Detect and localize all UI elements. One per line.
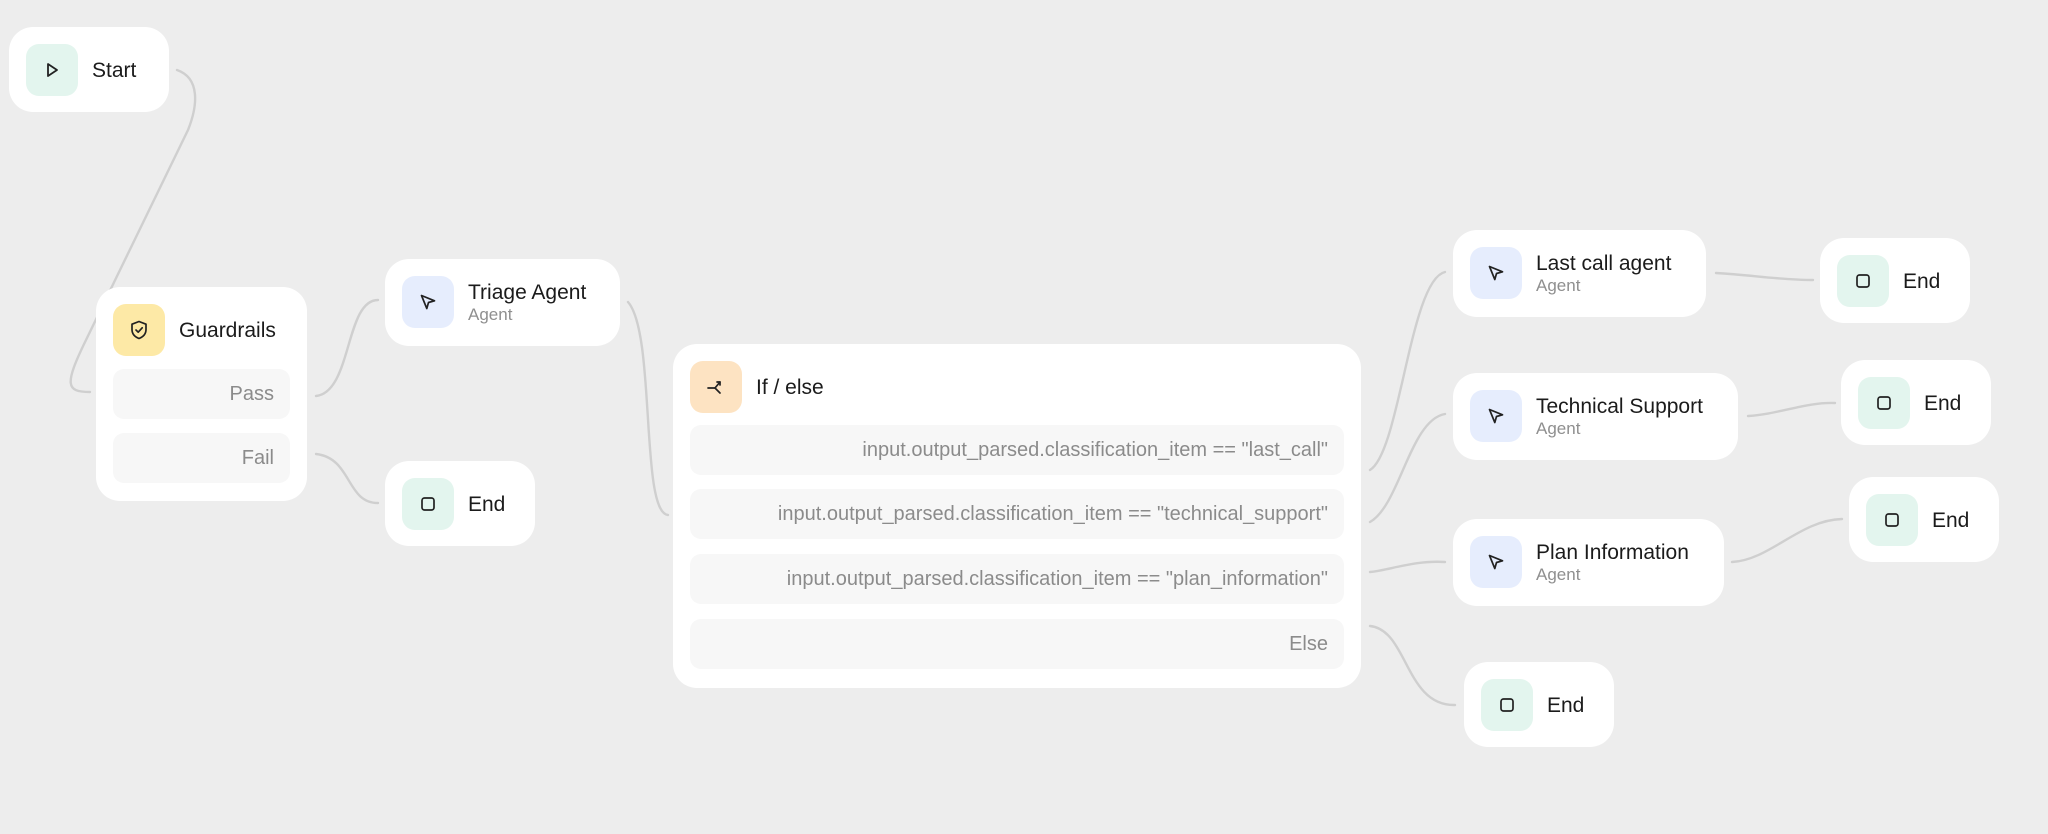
technical-support-node[interactable]: Technical Support Agent: [1453, 373, 1738, 460]
shield-check-icon: [113, 304, 165, 356]
stop-icon: [1866, 494, 1918, 546]
node-subtitle: Agent: [1536, 418, 1581, 438]
edge-else-end: [1368, 624, 1457, 707]
edge-pass-triage: [314, 298, 380, 398]
guardrails-node[interactable]: Guardrails Pass Fail: [96, 287, 307, 501]
start-node[interactable]: Start: [9, 27, 169, 112]
node-title: End: [1547, 693, 1585, 717]
plan-information-node[interactable]: Plan Information Agent: [1453, 519, 1724, 606]
node-title: Plan Information: [1536, 540, 1689, 564]
if-else-node[interactable]: If / else input.output_parsed.classifica…: [673, 344, 1361, 688]
node-subtitle: Agent: [468, 304, 513, 324]
stop-icon: [1837, 255, 1889, 307]
branch-fail[interactable]: Fail: [113, 433, 290, 483]
node-title: Start: [92, 58, 137, 82]
play-icon: [26, 44, 78, 96]
condition-else[interactable]: Else: [690, 619, 1344, 669]
edge-techsupport-end: [1746, 401, 1837, 418]
edge-start-guardrails: [69, 68, 197, 394]
end-node-else[interactable]: End: [1464, 662, 1614, 747]
end-node-fail[interactable]: End: [385, 461, 535, 546]
node-title: End: [468, 492, 506, 516]
cursor-icon: [1470, 247, 1522, 299]
node-title: Last call agent: [1536, 251, 1672, 275]
branch-pass[interactable]: Pass: [113, 369, 290, 419]
end-node-technical-support[interactable]: End: [1841, 360, 1991, 445]
stop-icon: [1858, 377, 1910, 429]
edge-cond3-planinfo: [1368, 560, 1447, 574]
condition-technical-support[interactable]: input.output_parsed.classification_item …: [690, 489, 1344, 539]
edge-cond1-lastcall: [1368, 270, 1447, 472]
node-title: Guardrails: [179, 318, 276, 342]
cursor-icon: [402, 276, 454, 328]
edge-planinfo-end: [1730, 517, 1844, 564]
edge-lastcall-end: [1714, 271, 1815, 282]
node-title: Technical Support: [1536, 394, 1703, 418]
edge-triage-ifelse: [626, 300, 670, 517]
cursor-icon: [1470, 536, 1522, 588]
condition-last-call[interactable]: input.output_parsed.classification_item …: [690, 425, 1344, 475]
condition-plan-information[interactable]: input.output_parsed.classification_item …: [690, 554, 1344, 604]
node-title: End: [1924, 391, 1962, 415]
end-node-plan-information[interactable]: End: [1849, 477, 1999, 562]
node-subtitle: Agent: [1536, 275, 1581, 295]
triage-agent-node[interactable]: Triage Agent Agent: [385, 259, 620, 346]
stop-icon: [1481, 679, 1533, 731]
branch-icon: [690, 361, 742, 413]
stop-icon: [402, 478, 454, 530]
last-call-agent-node[interactable]: Last call agent Agent: [1453, 230, 1706, 317]
edge-fail-end: [314, 452, 380, 505]
node-title: Triage Agent: [468, 280, 587, 304]
node-title: End: [1903, 269, 1941, 293]
cursor-icon: [1470, 390, 1522, 442]
edge-cond2-techsupport: [1368, 412, 1447, 524]
node-subtitle: Agent: [1536, 564, 1581, 584]
end-node-last-call[interactable]: End: [1820, 238, 1970, 323]
node-title: If / else: [756, 375, 824, 399]
node-title: End: [1932, 508, 1970, 532]
